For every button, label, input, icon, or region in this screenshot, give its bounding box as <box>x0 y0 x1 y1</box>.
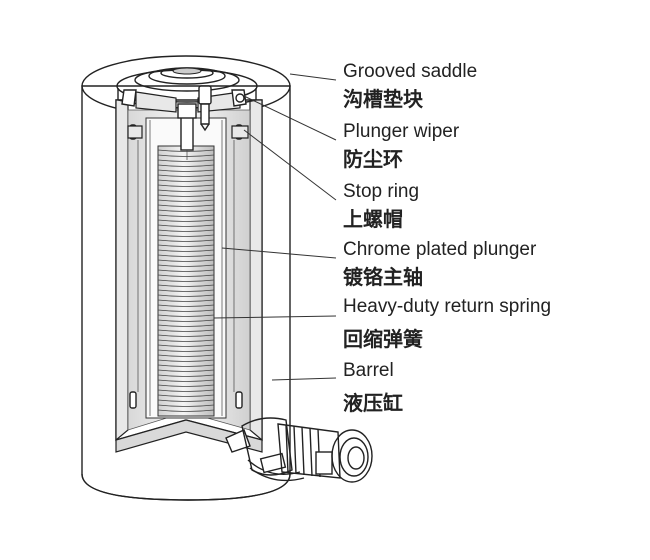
spring-coil <box>157 279 215 282</box>
spring-coil <box>157 164 215 167</box>
label-grooved-saddle-zh: 沟槽垫块 <box>343 87 424 111</box>
spring-coil <box>157 184 215 187</box>
spring-coil <box>157 314 215 317</box>
spring-coil <box>157 294 215 297</box>
spring-coil <box>157 339 215 342</box>
spring-coil <box>157 199 215 202</box>
spring-coil <box>157 299 215 302</box>
return-spring <box>157 109 215 417</box>
spring-coil <box>157 354 215 357</box>
spring-coil <box>157 209 215 212</box>
grooved-saddle <box>116 67 258 132</box>
stop-ring <box>127 125 249 139</box>
spring-coil <box>157 404 215 407</box>
spring-coil <box>157 224 215 227</box>
spring-coil <box>157 154 215 157</box>
label-barrel-zh: 液压缸 <box>343 391 403 415</box>
spring-coil <box>157 369 215 372</box>
spring-coil <box>157 329 215 332</box>
label-grooved-saddle: Grooved saddle <box>343 61 477 82</box>
spring-coil <box>157 219 215 222</box>
spring-coils <box>157 149 215 412</box>
spring-coil <box>157 374 215 377</box>
spring-coil <box>157 259 215 262</box>
spring-coil <box>157 149 215 152</box>
spring-coil <box>157 379 215 382</box>
label-return-spring: Heavy-duty return spring <box>343 296 551 317</box>
label-plunger-wiper: Plunger wiper <box>343 121 460 142</box>
leader-chrome-plunger <box>221 247 337 259</box>
leader-barrel <box>271 377 337 381</box>
spring-coil <box>157 399 215 402</box>
labels: Grooved saddle 沟槽垫块 Plunger wiper 防尘环 St… <box>343 61 551 415</box>
oil-inlet-coupler <box>225 417 373 483</box>
label-barrel: Barrel <box>343 360 394 381</box>
leader-stop-ring <box>243 129 337 201</box>
spring-coil <box>157 274 215 277</box>
spring-coil <box>157 324 215 327</box>
spring-coil <box>157 394 215 397</box>
spring-coil <box>157 194 215 197</box>
spring-coil <box>157 349 215 352</box>
spring-coil <box>157 284 215 287</box>
spring-coil <box>157 384 215 387</box>
spring-coil <box>157 174 215 177</box>
spring-coil <box>157 214 215 217</box>
label-stop-ring: Stop ring <box>343 181 419 202</box>
spring-coil <box>157 304 215 307</box>
plunger-wiper <box>121 89 247 107</box>
spring-coil <box>157 179 215 182</box>
leader-lines <box>213 73 337 381</box>
spring-coil <box>157 169 215 172</box>
spring-coil <box>157 254 215 257</box>
spring-coil <box>157 409 215 412</box>
spring-coil <box>157 269 215 272</box>
spring-coil <box>157 189 215 192</box>
label-return-spring-zh: 回缩弹簧 <box>343 327 423 351</box>
spring-coil <box>157 389 215 392</box>
spring-coil <box>157 159 215 162</box>
spring-coil <box>157 319 215 322</box>
spring-coil <box>157 334 215 337</box>
coupler-knurl <box>277 423 341 479</box>
spring-coil <box>157 289 215 292</box>
label-chrome-plunger-zh: 镀铬主轴 <box>343 265 423 289</box>
spring-coil <box>157 239 215 242</box>
spring-coil <box>157 359 215 362</box>
leader-plunger-wiper <box>243 95 337 141</box>
spring-coil <box>157 344 215 347</box>
spring-coil <box>157 264 215 267</box>
spring-coil <box>157 364 215 367</box>
spring-coil <box>157 229 215 232</box>
label-plunger-wiper-zh: 防尘环 <box>343 147 403 171</box>
label-stop-ring-zh: 上螺帽 <box>343 207 403 231</box>
leader-return-spring <box>213 315 337 319</box>
label-chrome-plunger: Chrome plated plunger <box>343 239 537 260</box>
spring-coil <box>157 309 215 312</box>
spring-coil <box>157 244 215 247</box>
leader-grooved-saddle <box>289 73 337 81</box>
spring-coil <box>157 234 215 237</box>
spring-coil <box>157 204 215 207</box>
spring-coil <box>157 249 215 252</box>
